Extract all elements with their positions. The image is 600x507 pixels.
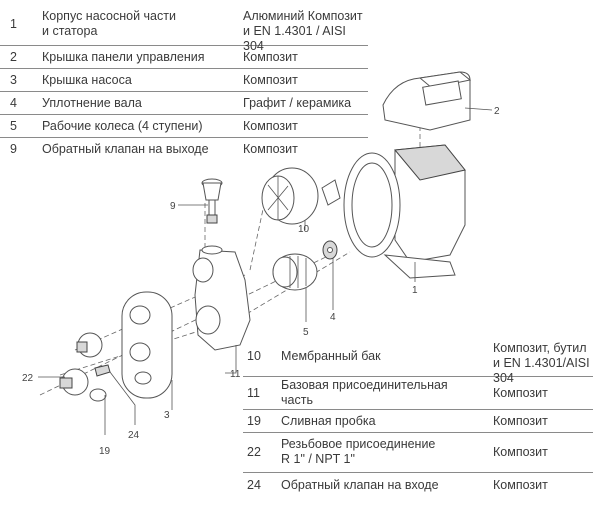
table-row: 19 Сливная пробка Композит [243, 410, 593, 433]
part-number: 1 [10, 17, 17, 31]
table-row: 3 Крышка насоса Композит [0, 69, 368, 92]
part-number: 3 [10, 73, 17, 87]
part-material: Композит [243, 73, 298, 87]
part-drain-plug [89, 388, 107, 402]
part-impellers [272, 253, 318, 291]
part-material: Композит [493, 386, 548, 400]
part-control-panel-cover [382, 71, 472, 131]
part-number: 22 [247, 445, 261, 459]
part-material: Композит [243, 119, 298, 133]
callout-24: 24 [128, 430, 140, 441]
part-pump-housing [321, 144, 466, 279]
callout-2: 2 [494, 106, 500, 117]
callout-5: 5 [303, 327, 309, 338]
part-name: Обратный клапан на входе [281, 478, 439, 492]
callout-22: 22 [22, 373, 34, 384]
leader-lines [38, 107, 493, 435]
part-material: Графит / керамика [243, 96, 352, 110]
part-pump-cover [121, 291, 173, 399]
part-membrane-tank [261, 167, 319, 225]
callout-4: 4 [330, 312, 336, 323]
part-number: 9 [10, 142, 17, 156]
callout-19: 19 [99, 446, 111, 457]
part-number: 4 [10, 96, 17, 110]
part-material: Композит [243, 142, 298, 156]
part-outlet-check-valve [201, 178, 223, 224]
part-base-connection [192, 245, 251, 351]
part-name: Сливная пробка [281, 414, 376, 428]
callout-3: 3 [164, 410, 170, 421]
part-number: 19 [247, 414, 261, 428]
part-name: Обратный клапан на выходе [42, 142, 209, 156]
part-material: Композит [493, 445, 548, 459]
part-number: 10 [247, 349, 261, 363]
part-number: 24 [247, 478, 261, 492]
part-number: 5 [10, 119, 17, 133]
part-name: Рабочие колеса (4 ступени) [42, 119, 203, 133]
callout-11: 11 [230, 369, 241, 380]
part-material: Композит [493, 478, 548, 492]
part-name: Мембранный бак [281, 349, 381, 363]
part-inlet-check-valve [94, 364, 111, 377]
table-row: 5 Рабочие колеса (4 ступени) Композит [0, 115, 368, 138]
part-connectors [59, 332, 103, 396]
part-material: Композит [493, 414, 548, 428]
part-number: 2 [10, 50, 17, 64]
part-shaft-seal [322, 240, 338, 260]
part-name: Крышка панели управления [42, 50, 205, 64]
table-row: 9 Обратный клапан на выходе Композит [0, 138, 368, 160]
part-number: 11 [247, 386, 260, 400]
table-row: 2 Крышка панели управления Композит [0, 46, 368, 69]
part-name: Крышка насоса [42, 73, 132, 87]
callout-1: 1 [412, 285, 418, 296]
table-row: 4 Уплотнение вала Графит / керамика [0, 92, 368, 115]
callout-9: 9 [170, 201, 176, 212]
table-row: 24 Обратный клапан на входе Композит [243, 473, 593, 497]
part-material: Композит [243, 50, 298, 64]
part-name: Уплотнение вала [42, 96, 142, 110]
callout-10: 10 [298, 224, 310, 235]
